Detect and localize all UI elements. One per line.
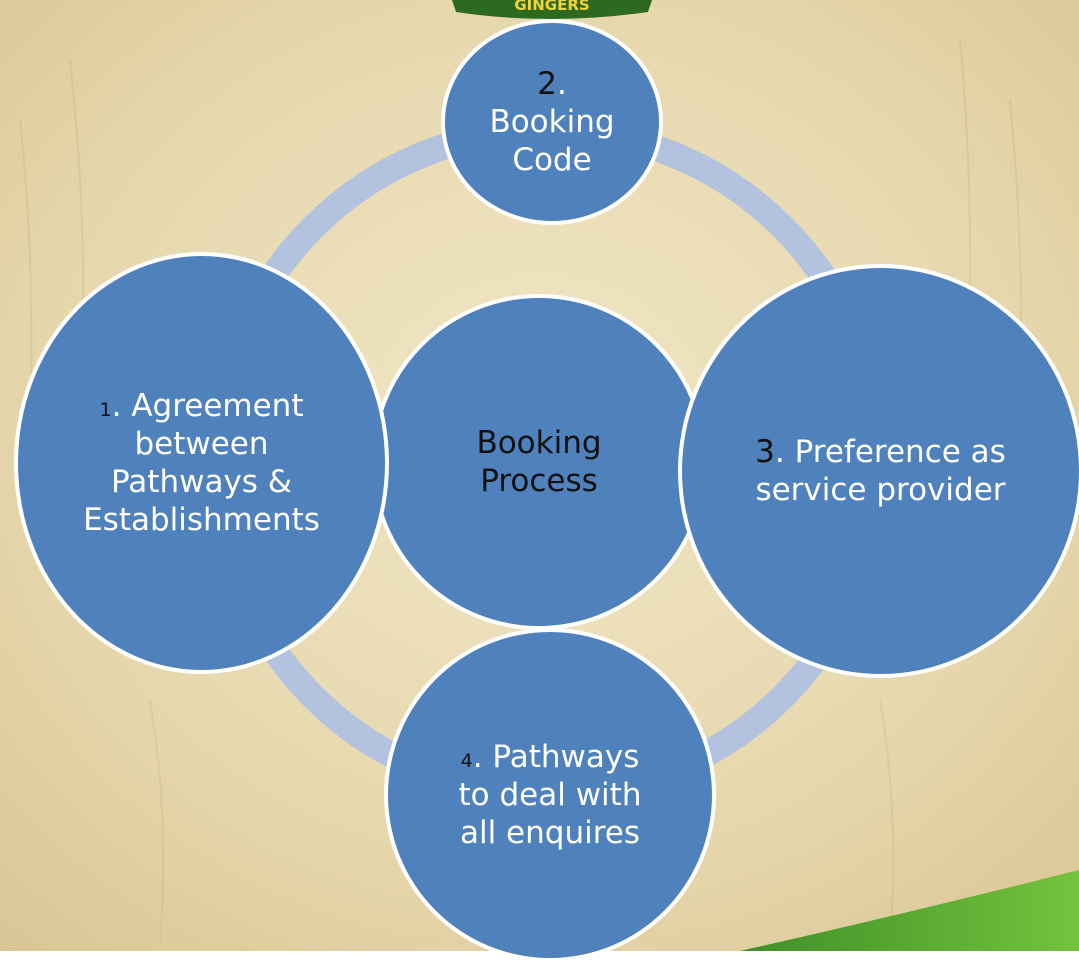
node-agreement: 1. Agreement between Pathways & Establis…: [14, 252, 389, 674]
node-bottom-line3: all enquires: [459, 815, 641, 852]
node-right-line2: service provider: [755, 472, 1006, 508]
node-center-line1: Booking: [476, 424, 602, 461]
node-preference: 3. Preference as service provider: [678, 264, 1079, 678]
node-left-number: 1: [99, 398, 112, 421]
node-left-line4: Establishments: [83, 502, 320, 539]
node-booking-process: Booking Process: [371, 294, 707, 630]
node-enquiries: 4. Pathways to deal with all enquires: [384, 628, 716, 962]
node-center-line2: Process: [480, 463, 598, 499]
logo-text: GINGERS: [514, 0, 589, 14]
node-bottom-number: 4: [460, 749, 473, 772]
node-top-line2: Code: [512, 142, 592, 179]
node-right-number: 3: [755, 433, 775, 470]
node-left-line1: Agreement: [131, 387, 304, 424]
node-top-number: 2: [537, 65, 557, 102]
logo: GINGERS: [452, 0, 652, 19]
node-booking-code: 2. Booking Code: [441, 19, 663, 225]
node-bottom-line2: to deal with: [458, 776, 642, 813]
node-left-line3: Pathways &: [111, 464, 292, 500]
node-top-line1: Booking: [489, 103, 615, 140]
node-bottom-line1: Pathways: [492, 738, 640, 775]
node-right-line1: Preference as: [794, 433, 1006, 470]
node-left-line2: between: [134, 425, 269, 462]
green-swoosh: [740, 870, 1079, 951]
